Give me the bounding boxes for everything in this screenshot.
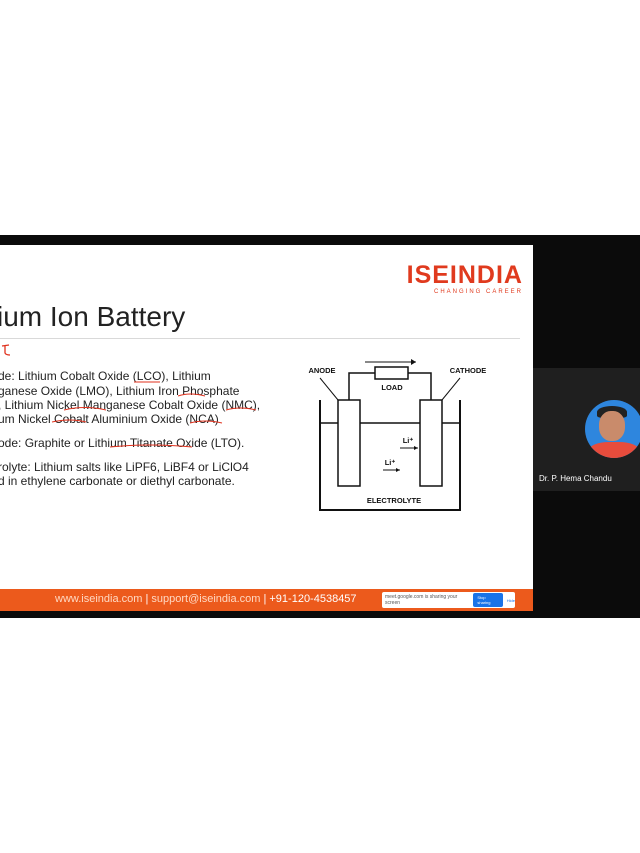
share-message: meet.google.com is sharing your screen (385, 594, 458, 606)
bullet-line: de: Lithium Cobalt Oxide (LCO), Lithium (0, 369, 211, 383)
bullet-line: rolyte: Lithium salts like LiPF6, LiBF4 … (0, 460, 249, 474)
participant-name: Dr. P. Hema Chandu (539, 474, 612, 483)
iseindia-logo: ISEINDIA CHANGING CAREER (406, 261, 523, 296)
handwritten-underlines (51, 381, 257, 448)
load-label: LOAD (381, 383, 403, 392)
stop-sharing-button[interactable]: Stop sharing (473, 593, 503, 607)
logo-tagline: CHANGING CAREER (433, 289, 523, 295)
screen-share-bar: meet.google.com is sharing your screen S… (382, 592, 515, 608)
hide-button[interactable]: Hide (506, 597, 515, 603)
ion-label-bottom: Li⁺ (385, 458, 396, 467)
footer-email: support@iseindia.com (151, 593, 261, 605)
annotation-mark-icon (1, 344, 11, 356)
ion-label-top: Li⁺ (403, 436, 414, 445)
electrolyte-label: ELECTROLYTE (367, 496, 421, 505)
title-divider (0, 338, 520, 339)
slide-footer: www.iseindia.com | support@iseindia.com … (0, 589, 533, 611)
bullet-line: d in ethylene carbonate or diethyl carbo… (0, 474, 235, 488)
meeting-screen: ISEINDIA CHANGING CAREER ium Ion Battery… (0, 235, 640, 618)
footer-separator: | (145, 593, 149, 605)
participant-avatar (585, 400, 640, 458)
participant-video-tile[interactable]: Dr. P. Hema Chandu (533, 368, 640, 491)
footer-phone: | +91-120-4538457 (263, 593, 357, 605)
bullet-line: , Lithium Nickel Manganese Cobalt Oxide … (0, 398, 261, 412)
footer-contact: www.iseindia.com | support@iseindia.com … (55, 593, 357, 605)
slide-title: ium Ion Battery (0, 301, 186, 332)
footer-website: www.iseindia.com (55, 593, 143, 605)
battery-diagram: ANODE CATHODE LOAD Li⁺ Li⁺ ELECTROLYTE (308, 359, 487, 511)
logo-text: ISEINDIA (406, 261, 523, 289)
anode-label: ANODE (308, 366, 335, 375)
cathode-label: CATHODE (450, 366, 487, 375)
bullet-line: um Nickel Cobalt Aluminium Oxide (NCA) (0, 412, 219, 426)
bullet-line: ganese Oxide (LMO), Lithium Iron Phospha… (0, 384, 240, 398)
presentation-slide: ISEINDIA CHANGING CAREER ium Ion Battery… (0, 245, 533, 611)
